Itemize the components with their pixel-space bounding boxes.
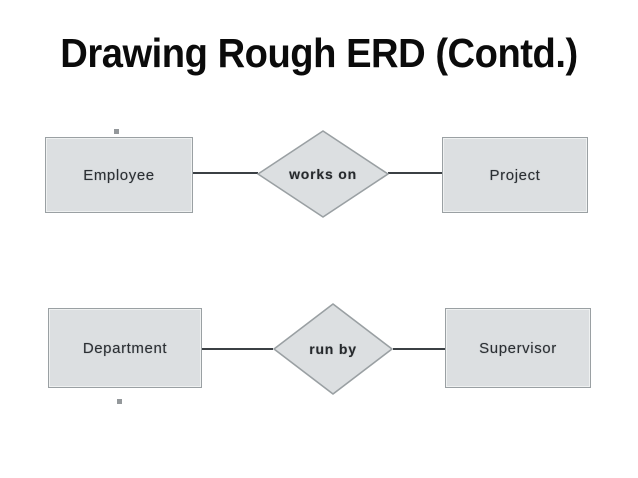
relationship-works-on[interactable]: works on: [256, 129, 390, 219]
entity-project-label: Project: [489, 166, 541, 184]
diamond-shape-icon: [257, 130, 389, 218]
entity-employee-label: Employee: [83, 166, 155, 184]
entity-project[interactable]: Project: [442, 137, 588, 213]
connector-works-on-project: [388, 172, 443, 174]
page-title: Drawing Rough ERD (Contd.): [60, 30, 578, 76]
diamond-shape-icon: [273, 303, 393, 395]
connector-employee-works-on: [192, 172, 258, 174]
scan-artifact-speckle: [117, 399, 122, 404]
entity-supervisor-label: Supervisor: [479, 339, 557, 357]
entity-employee[interactable]: Employee: [45, 137, 193, 213]
connector-run-by-supervisor: [393, 348, 446, 350]
connector-department-run-by: [201, 348, 273, 350]
relationship-run-by[interactable]: run by: [272, 302, 394, 396]
scan-artifact-speckle: [114, 129, 119, 134]
entity-department[interactable]: Department: [48, 308, 202, 388]
entity-department-label: Department: [82, 339, 168, 357]
entity-supervisor[interactable]: Supervisor: [445, 308, 591, 388]
